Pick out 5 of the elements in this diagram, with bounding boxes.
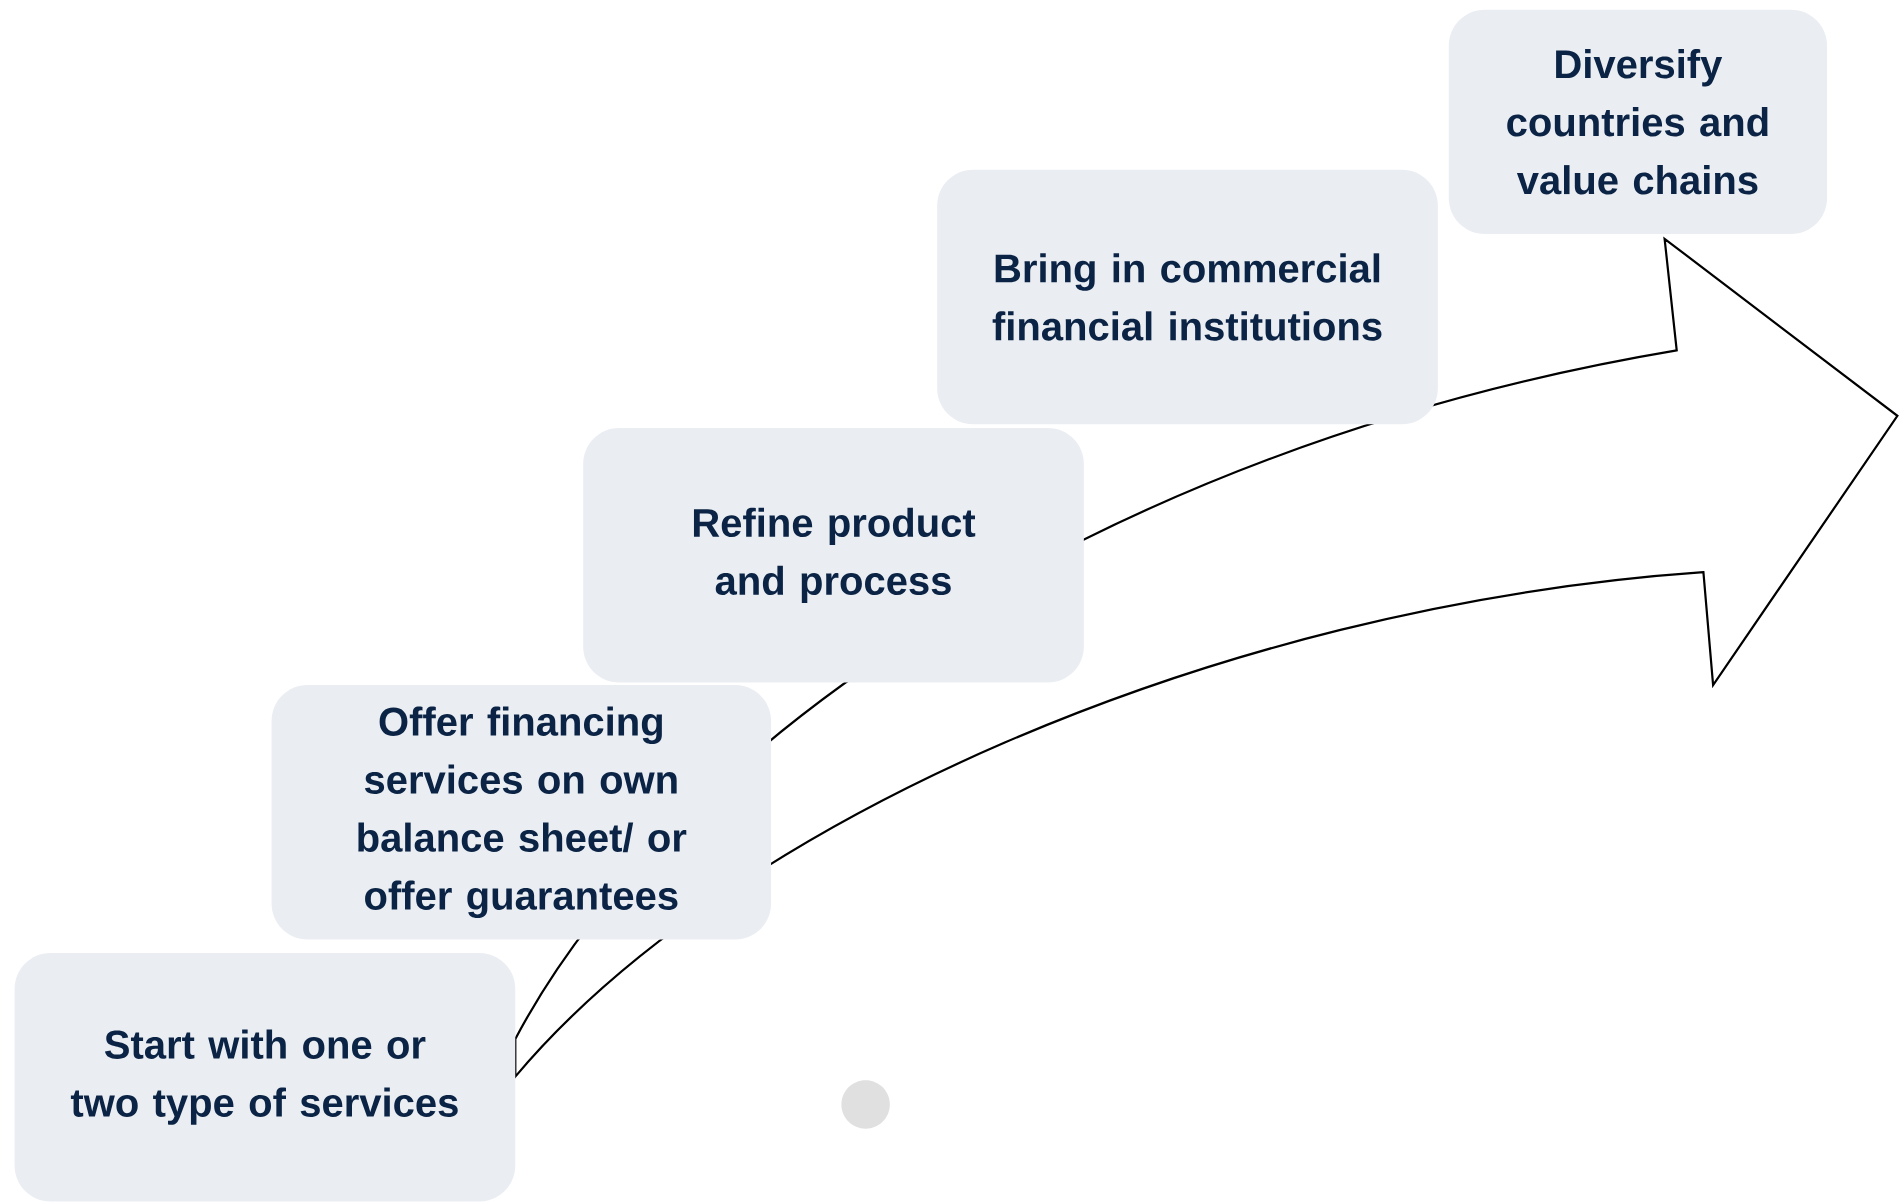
step-box: Offer financing services on own balance sheet/ or offer guarantees (271, 685, 772, 940)
step-box: Diversify countries and value chains (1448, 9, 1828, 234)
step-box: Start with one or two type of services (14, 952, 516, 1202)
step-box: Bring in commercial financial institutions (937, 169, 1438, 425)
step-box: Refine product and process (583, 428, 1084, 683)
